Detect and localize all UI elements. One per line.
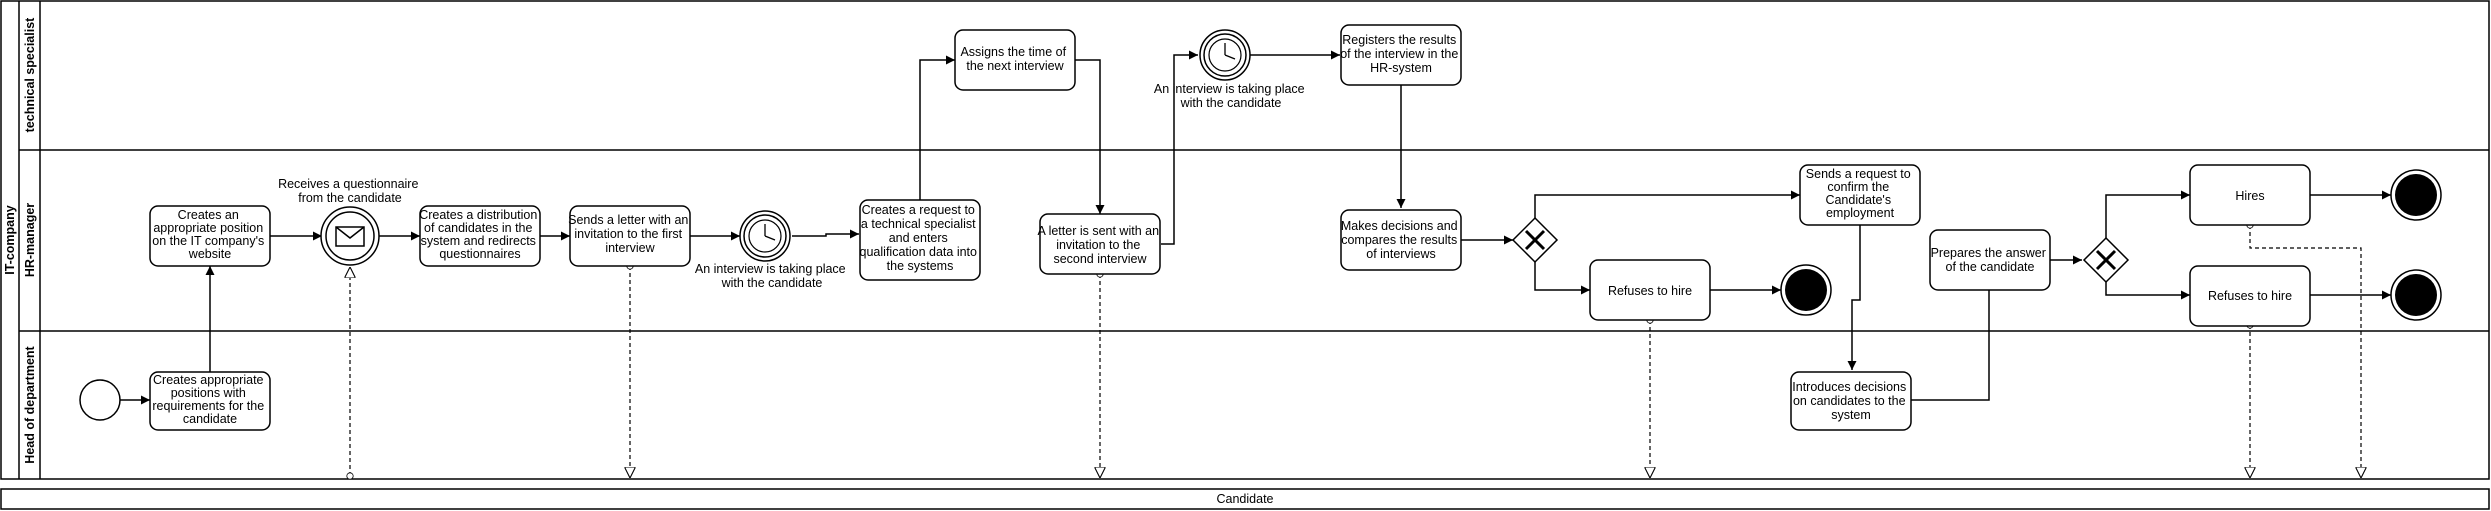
task-label: Refuses to hire bbox=[1608, 284, 1692, 298]
clock-icon bbox=[748, 219, 782, 253]
start-event[interactable] bbox=[79, 379, 121, 421]
task-create-request-technical[interactable]: Creates a request to a technical special… bbox=[859, 199, 981, 281]
task-make-decisions[interactable]: Makes decisions and compares the results… bbox=[1340, 209, 1462, 271]
sequence-flows bbox=[118, 50, 2391, 405]
message-flows bbox=[350, 225, 2361, 478]
task-label: Creates a request to a technical special… bbox=[860, 203, 981, 273]
task-label: Creates appropriate positions with requi… bbox=[152, 373, 267, 426]
end-event-hires[interactable] bbox=[2390, 169, 2442, 221]
task-create-positions-requirements[interactable]: Creates appropriate positions with requi… bbox=[149, 371, 271, 431]
message-event-label: Receives a questionnaire from the candid… bbox=[278, 177, 422, 205]
candidate-pool-title: Candidate bbox=[1217, 492, 1274, 506]
task-label: Assigns the time of the next interview bbox=[960, 45, 1069, 73]
task-hires[interactable]: Hires bbox=[2189, 164, 2311, 226]
candidate-pool: Candidate bbox=[0, 488, 2490, 510]
task-refuse-to-hire-1[interactable]: Refuses to hire bbox=[1589, 259, 1711, 321]
task-label: Refuses to hire bbox=[2208, 289, 2292, 303]
task-label: Creates a distribution of candidates in … bbox=[419, 208, 541, 261]
end-event-refuse-1[interactable] bbox=[1780, 264, 1832, 316]
task-register-results[interactable]: Registers the results of the interview i… bbox=[1340, 24, 1462, 86]
task-refuse-to-hire-2[interactable]: Refuses to hire bbox=[2189, 265, 2311, 327]
task-label: Sends a request to confirm the Candidate… bbox=[1806, 167, 1914, 220]
x-icon bbox=[2095, 249, 2117, 271]
task-introduce-decisions[interactable]: Introduces decisions on candidates to th… bbox=[1790, 371, 1912, 431]
task-assign-interview-time[interactable]: Assigns the time of the next interview bbox=[954, 29, 1076, 91]
task-label: Prepares the answer of the candidate bbox=[1931, 246, 2050, 274]
exclusive-gateway-decision[interactable] bbox=[1511, 216, 1559, 264]
task-send-confirmation-request[interactable]: Sends a request to confirm the Candidate… bbox=[1799, 164, 1921, 226]
task-send-first-invitation[interactable]: Sends a letter with an invitation to the… bbox=[568, 205, 692, 267]
lane-title-hr-manager: HR-manager bbox=[23, 203, 37, 277]
task-label: Registers the results of the interview i… bbox=[1340, 33, 1462, 75]
timer-event-tech[interactable] bbox=[1199, 29, 1251, 81]
timer-event-hr-label: An interview is taking place with the ca… bbox=[695, 262, 849, 290]
task-label: Sends a letter with an invitation to the… bbox=[568, 213, 692, 255]
task-label: A letter is sent with an invitation to t… bbox=[1037, 224, 1162, 266]
task-label: Makes decisions and compares the results… bbox=[1341, 219, 1461, 261]
lane-title-technical-specialist: technical specialist bbox=[23, 17, 37, 132]
task-prepare-candidate-answer[interactable]: Prepares the answer of the candidate bbox=[1929, 229, 2051, 291]
envelope-icon bbox=[335, 226, 365, 247]
task-send-second-invitation[interactable]: A letter is sent with an invitation to t… bbox=[1037, 213, 1162, 275]
task-label: Hires bbox=[2235, 189, 2264, 203]
pool-title: IT-company bbox=[3, 205, 17, 275]
task-label: Introduces decisions on candidates to th… bbox=[1792, 380, 1909, 422]
task-create-position-website[interactable]: Creates an appropriate position on the I… bbox=[149, 205, 271, 267]
exclusive-gateway-answer[interactable] bbox=[2082, 236, 2130, 284]
task-distribute-candidates[interactable]: Creates a distribution of candidates in … bbox=[419, 205, 541, 267]
end-event-refuse-2[interactable] bbox=[2390, 269, 2442, 321]
timer-event-tech-label: An interview is taking place with the ca… bbox=[1154, 82, 1308, 110]
message-catch-event[interactable] bbox=[320, 206, 380, 266]
timer-event-hr[interactable] bbox=[739, 210, 791, 262]
clock-icon bbox=[1208, 38, 1242, 72]
x-icon bbox=[1524, 229, 1546, 251]
task-label: Creates an appropriate position on the I… bbox=[152, 208, 267, 261]
lane-title-head-of-department: Head of department bbox=[23, 345, 37, 463]
